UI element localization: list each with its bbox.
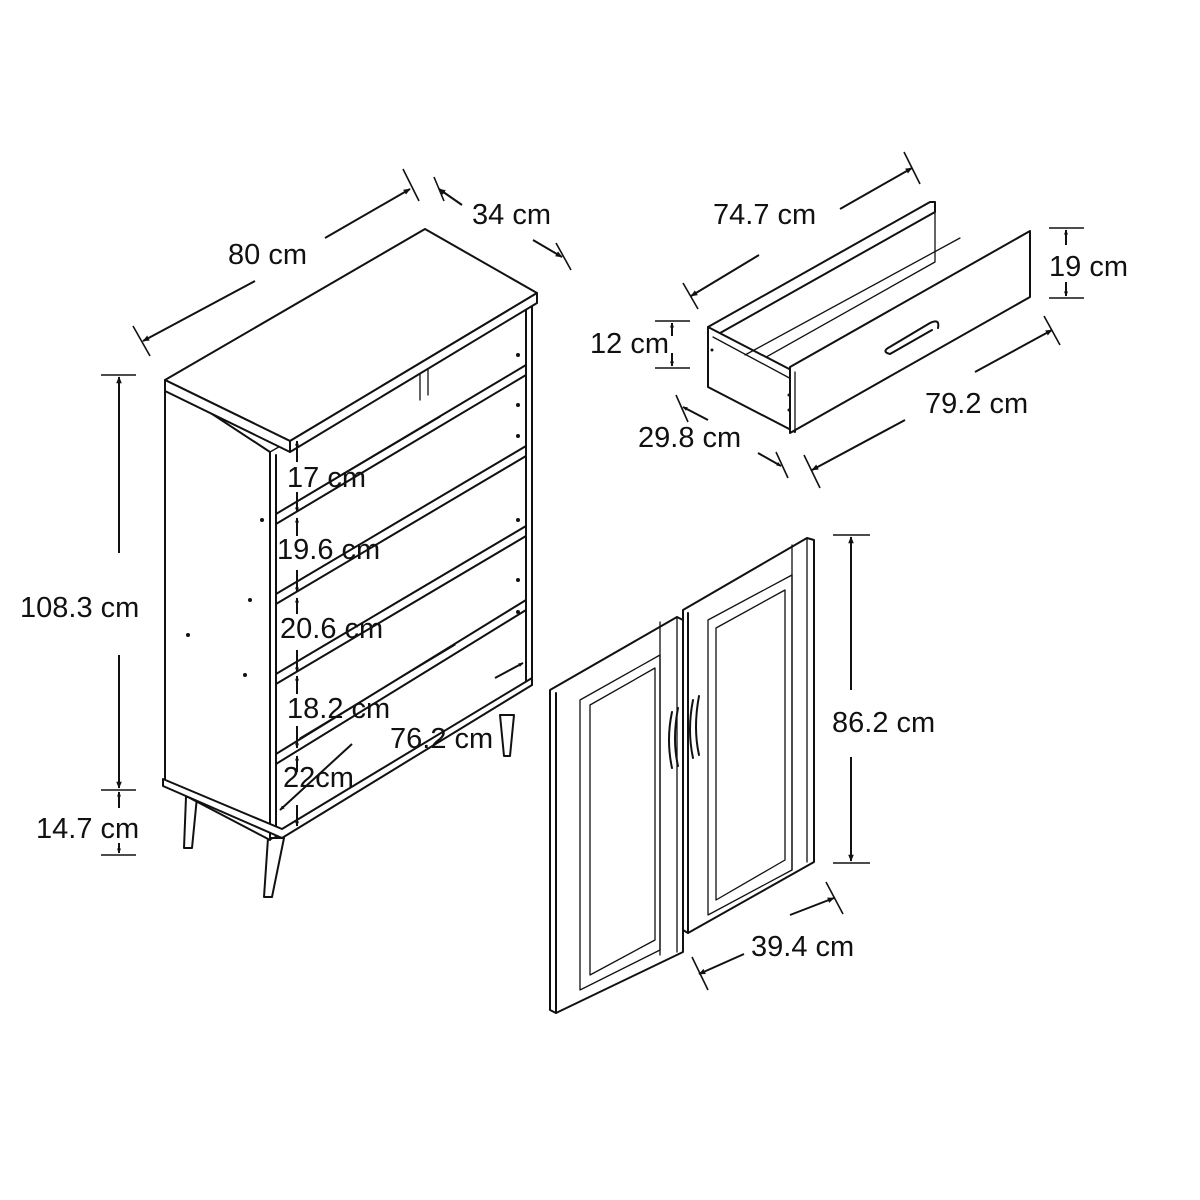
label-shelf-3: 20.6 cm <box>280 613 383 645</box>
label-drawer-inner-width: 74.7 cm <box>713 199 816 231</box>
right-door-handle <box>689 695 700 759</box>
bookcase-side-panel <box>164 382 271 841</box>
label-leg-height: 14.7 cm <box>36 813 139 845</box>
left-door-handle <box>668 707 679 769</box>
dimension-labels: 80 cm 34 cm 108.3 cm 14.7 cm 17 cm 19.6 … <box>20 199 1128 963</box>
bookcase-shelves <box>275 364 527 765</box>
bookcase-leg-front-left <box>183 796 198 849</box>
left-door <box>549 616 684 1014</box>
bookcase-dimensions <box>101 168 572 856</box>
shelf-1 <box>275 364 527 525</box>
bookcase-leg-front-right <box>263 837 285 898</box>
door-dimensions <box>691 534 870 991</box>
label-shelf-1: 17 cm <box>287 462 366 494</box>
label-drawer-front-width: 79.2 cm <box>925 388 1028 420</box>
label-drawer-front-height: 19 cm <box>1049 251 1128 283</box>
right-door <box>682 537 815 934</box>
shelf-3 <box>275 525 527 685</box>
door-pair-illustration <box>549 537 815 1014</box>
drawer-illustration <box>707 201 1031 434</box>
drawer-left-side <box>707 326 796 433</box>
label-drawer-depth: 29.8 cm <box>638 422 741 454</box>
label-bookcase-inner-width: 76.2 cm <box>390 723 493 755</box>
bookcase-bottom-board <box>162 677 533 839</box>
label-door-width: 39.4 cm <box>751 931 854 963</box>
label-shelf-2: 19.6 cm <box>277 534 380 566</box>
drawer-handle <box>884 320 940 355</box>
label-bookcase-width: 80 cm <box>228 239 307 271</box>
label-bookcase-height: 108.3 cm <box>20 592 139 624</box>
label-shelf-5: 22cm <box>283 762 354 794</box>
drawer-dimensions <box>655 151 1084 489</box>
label-shelf-4: 18.2 cm <box>287 693 390 725</box>
shelf-pin-holes <box>186 353 520 677</box>
shelf-2 <box>275 445 527 605</box>
label-bookcase-depth: 34 cm <box>472 199 551 231</box>
label-drawer-box-height: 12 cm <box>590 328 669 360</box>
bookcase-leg-back-right <box>499 714 515 757</box>
bookcase-illustration <box>162 228 538 898</box>
shelf-4 <box>275 599 527 765</box>
label-door-height: 86.2 cm <box>832 707 935 739</box>
